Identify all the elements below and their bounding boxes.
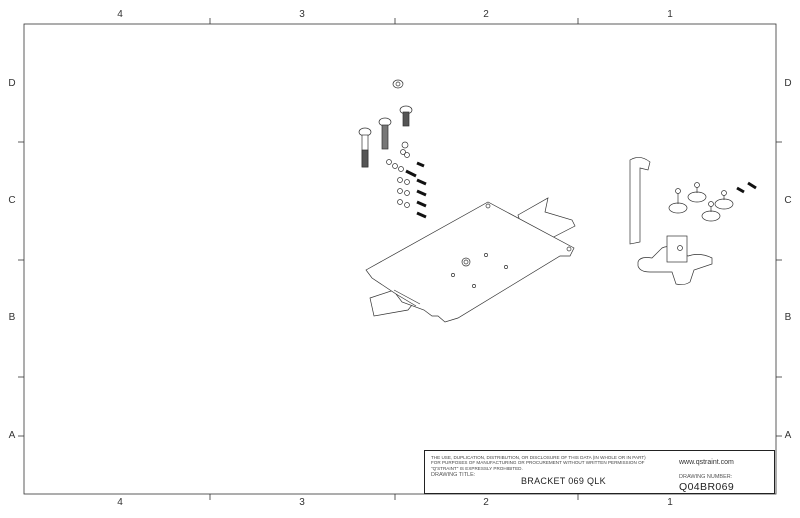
- column-label-1-bottom: 1: [667, 497, 673, 508]
- column-label-4: 4: [117, 9, 123, 20]
- column-label-2-bottom: 2: [483, 497, 489, 508]
- website: www.qstraint.com: [679, 459, 734, 466]
- copyright-notice: THE USE, DUPLICATION, DISTRIBUTION, OR D…: [431, 455, 646, 471]
- drawing-number: Q04BR069: [679, 481, 735, 493]
- base-plate: [365, 197, 576, 323]
- column-label-2: 2: [483, 9, 489, 20]
- drawing-title: BRACKET 069 QLK: [521, 476, 606, 486]
- title-block: THE USE, DUPLICATION, DISTRIBUTION, OR D…: [424, 450, 775, 494]
- column-label-4-bottom: 4: [117, 497, 123, 508]
- row-label-b-right: B: [784, 312, 792, 323]
- row-label-d: D: [8, 78, 16, 89]
- row-label-c-right: C: [784, 195, 792, 206]
- row-label-d-right: D: [784, 78, 792, 89]
- column-label-3: 3: [299, 9, 305, 20]
- row-label-a: A: [8, 430, 16, 441]
- hardware-bolts: [358, 79, 427, 219]
- drawing-title-label: DRAWING TITLE:: [431, 472, 476, 478]
- row-label-a-right: A: [784, 430, 792, 441]
- strap-and-mount: [629, 157, 713, 286]
- mount-bolts: [668, 181, 757, 222]
- sheet-border: [18, 18, 782, 500]
- row-label-c: C: [8, 195, 16, 206]
- drawing-number-label: DRAWING NUMBER:: [679, 474, 733, 480]
- column-label-3-bottom: 3: [299, 497, 305, 508]
- row-label-b: B: [8, 312, 16, 323]
- column-label-1: 1: [667, 9, 673, 20]
